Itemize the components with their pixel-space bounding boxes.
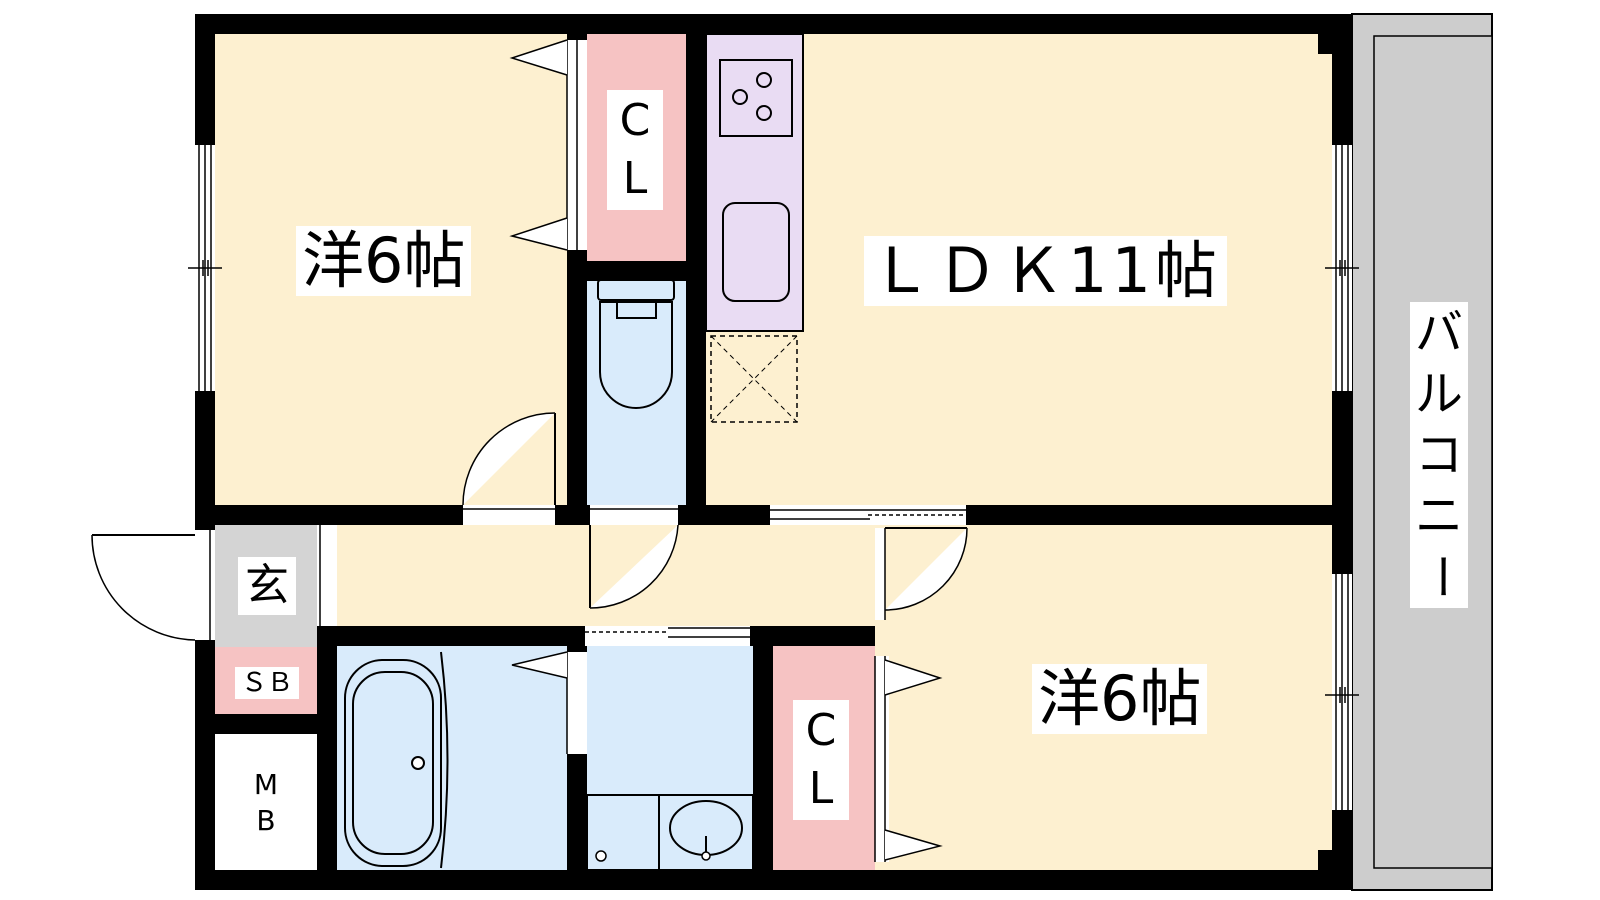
closet-bottom-doors [874,656,943,862]
window-left [188,145,222,391]
closet-bottom-line2: L [808,763,834,814]
meter-box-label: M B [244,768,288,838]
entrance-label: 玄 [238,557,296,615]
fridge-space [710,335,798,423]
toilet-door[interactable] [589,505,679,609]
balcony-char-2: ル [1414,365,1463,422]
ldk-label: ＬＤＫ11帖 [864,236,1227,306]
bedroom-door[interactable] [875,527,968,620]
closet-bottom-label: C L [793,700,849,820]
western-room-top-label: 洋6帖 [296,226,472,296]
toilet-icon [597,279,675,409]
hallway [337,525,875,626]
window-ldk [1325,145,1359,391]
entrance-door[interactable] [91,530,215,641]
western-room-bottom-label: 洋6帖 [1032,664,1208,734]
stove-icon [719,59,793,137]
washroom-sliding-door[interactable] [585,626,750,646]
kitchen-sink-icon [722,202,790,302]
ldk-sliding-door[interactable] [770,505,966,525]
window-bedroom [1325,574,1359,810]
balcony-char-4: ニ [1414,488,1463,545]
shoe-box-label: ＳＢ [235,667,299,699]
washbasin-icon [586,794,754,871]
bathtub-icon [344,651,449,869]
closet-top-line2: L [622,153,648,204]
meter-box-line2: B [256,804,276,837]
closet-top-label: C L [607,90,663,210]
closet-bottom-line1: C [805,705,837,756]
balcony-char-5: ー [1411,553,1467,602]
balcony-char-3: コ [1414,426,1463,483]
meter-box-line1: M [253,768,279,801]
closet-top-line1: C [619,95,651,146]
western-top-door[interactable] [462,412,556,525]
closet-top-doors [509,39,587,251]
bath-door [511,651,587,754]
balcony-label: バ ル コ ニ ー [1410,302,1468,608]
balcony-char-1: バ [1414,304,1463,361]
